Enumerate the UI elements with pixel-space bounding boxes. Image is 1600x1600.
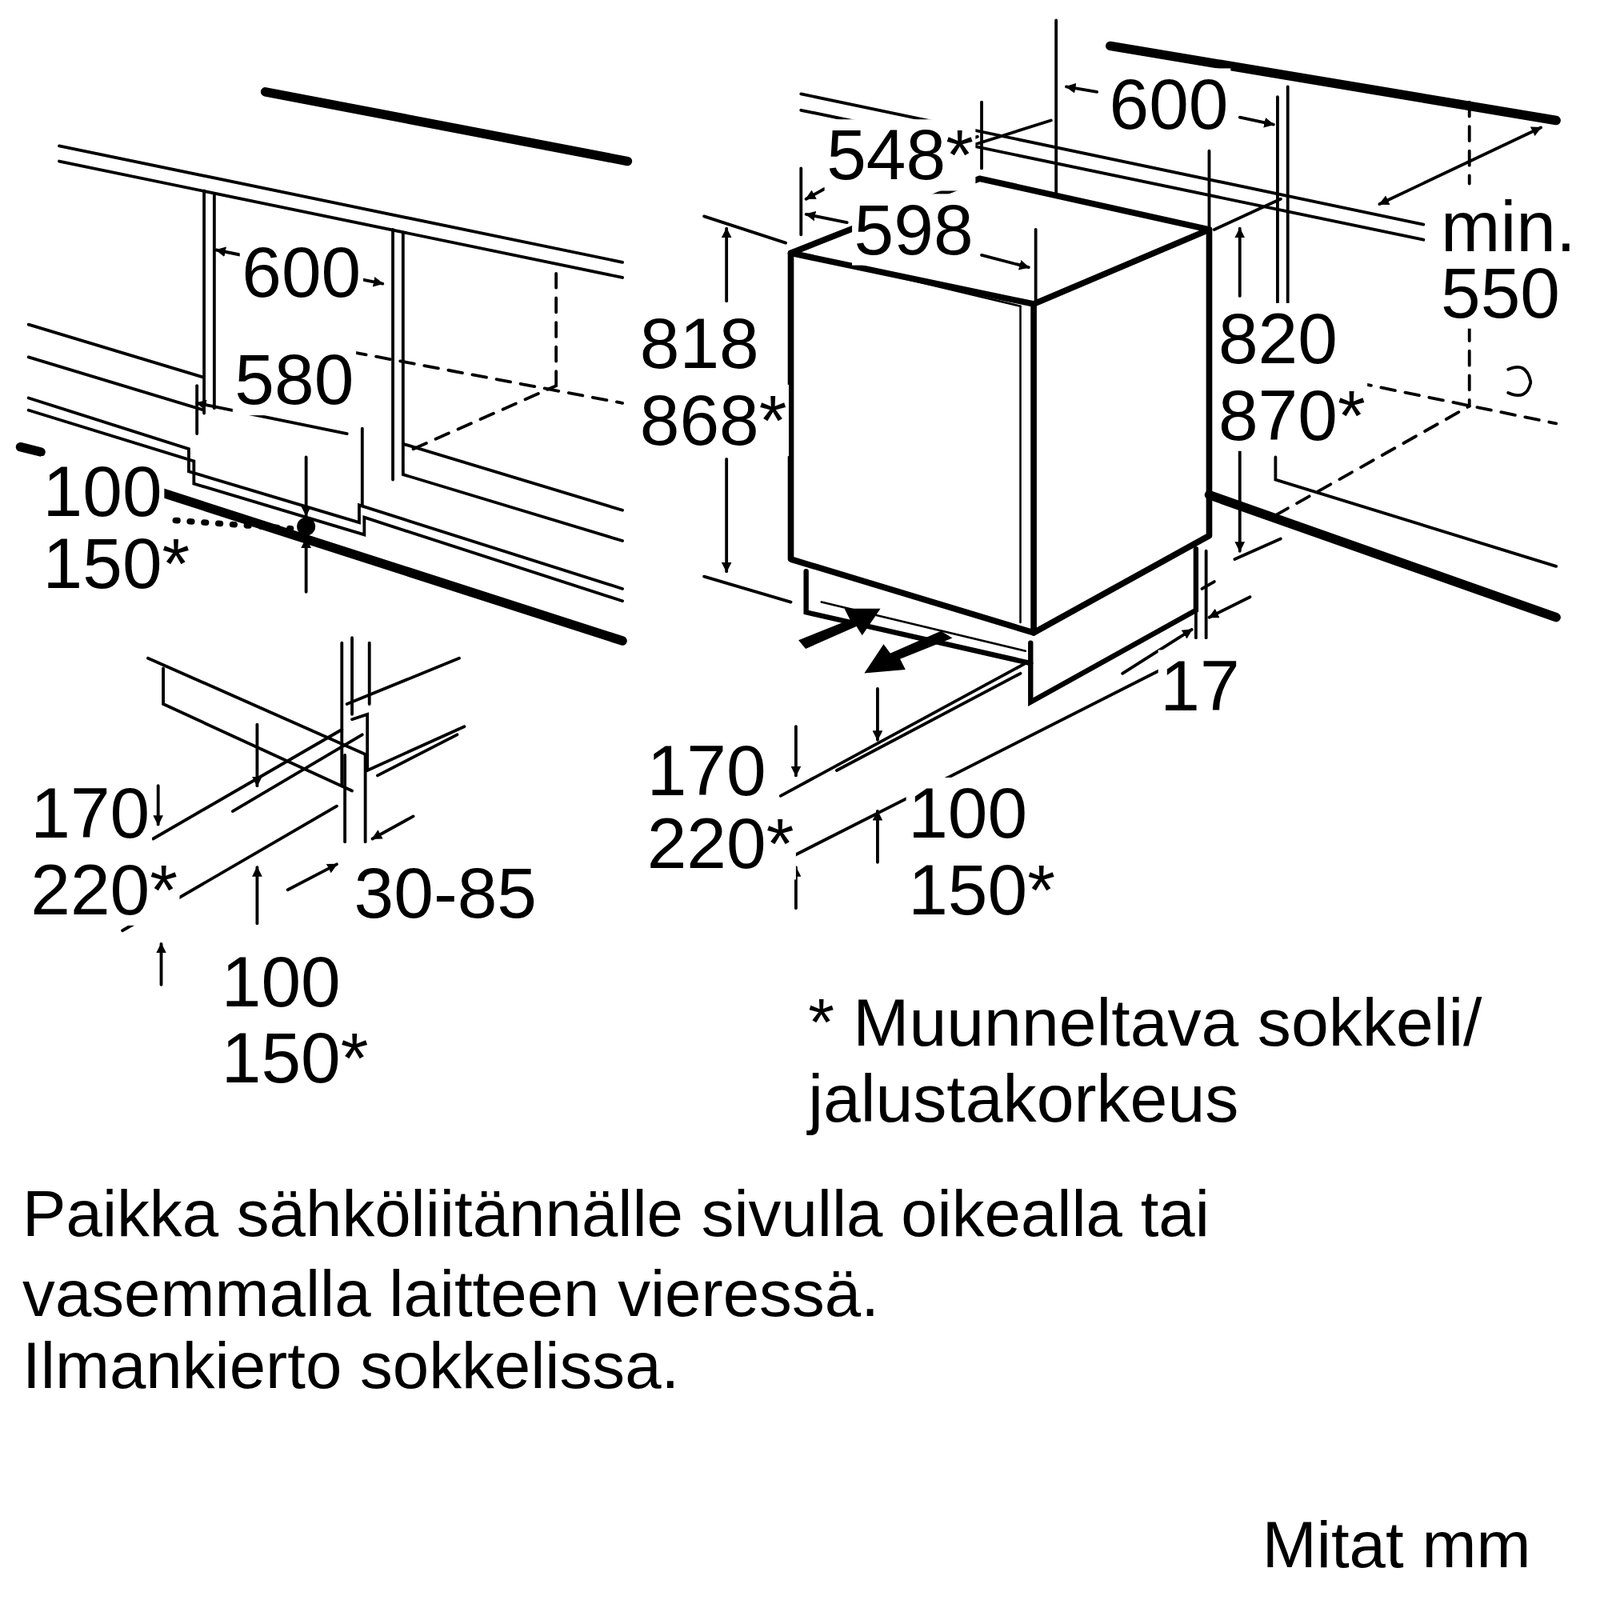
connection-dot (296, 517, 316, 536)
dimension-label: min. (1438, 191, 1578, 263)
note-text: * Muunneltava sokkeli/ jalustakorkeus (806, 984, 1586, 1136)
note-text: Ilmankierto sokkelissa. (20, 1332, 682, 1399)
dimension-label: 170 (644, 734, 768, 806)
dimension-label: 870* (1216, 379, 1368, 451)
dimension-label: 598 (852, 193, 976, 265)
dimension-label: 600 (1107, 68, 1231, 140)
dimension-label: 600 (240, 236, 364, 308)
dimension-label: 100 (219, 945, 343, 1017)
dimension-label: 220* (28, 854, 180, 926)
dimension-label: 818 (637, 308, 761, 380)
dimension-label: 150* (219, 1022, 371, 1094)
dimension-label: 150* (40, 527, 192, 599)
dimension-label: 550 (1438, 256, 1562, 328)
dimension-label: 17 (1158, 650, 1242, 722)
note-text: Paikka sähköliitännälle sivulla oikealla… (20, 1173, 1352, 1336)
dimension-label: 220* (644, 808, 796, 880)
dimension-label: 820 (1216, 303, 1340, 375)
dimension-label: 100 (906, 777, 1030, 849)
dimension-label: 868* (637, 384, 789, 456)
dimension-label: 548* (824, 119, 976, 191)
dimension-label: 170 (28, 777, 152, 849)
dimension-label: 580 (232, 344, 356, 416)
dimension-label: 30-85 (352, 856, 539, 928)
dimension-label: 150* (906, 854, 1058, 926)
dimension-label: 100 (40, 456, 164, 528)
note-text: Mitat mm (1260, 1512, 1533, 1578)
